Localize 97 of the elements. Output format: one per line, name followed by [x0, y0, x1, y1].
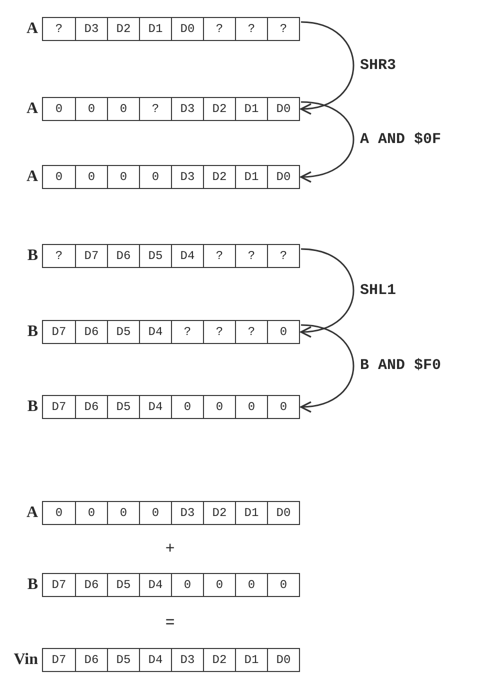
- bit-cell: D4: [171, 245, 203, 267]
- bit-cell: 0: [267, 396, 299, 418]
- bit-cell: ?: [235, 18, 267, 40]
- bit-cell: 0: [171, 574, 203, 596]
- register-name: B: [26, 575, 38, 595]
- bit-cell: 0: [267, 574, 299, 596]
- bit-cell: D4: [139, 321, 171, 343]
- bit-cell: D5: [107, 321, 139, 343]
- bit-cell: 0: [139, 502, 171, 524]
- curved-arrow: [300, 324, 354, 412]
- bit-cell: D6: [107, 245, 139, 267]
- register-name: B: [26, 246, 38, 266]
- bit-cell: D2: [203, 649, 235, 671]
- bit-cell: 0: [203, 396, 235, 418]
- bit-cell: D0: [267, 98, 299, 120]
- bit-cell: ?: [171, 321, 203, 343]
- bit-cell: D3: [171, 98, 203, 120]
- bit-cell: D6: [75, 574, 107, 596]
- bit-cell: D6: [75, 321, 107, 343]
- bit-cell: ?: [139, 98, 171, 120]
- bit-cell: 0: [107, 502, 139, 524]
- bit-cell: 0: [75, 166, 107, 188]
- bit-cell: D0: [267, 502, 299, 524]
- bit-cell: ?: [267, 245, 299, 267]
- bit-cell: ?: [203, 245, 235, 267]
- bit-cell: 0: [139, 166, 171, 188]
- bit-cell: D5: [107, 396, 139, 418]
- register-box: [42, 244, 300, 268]
- bit-cell: D3: [75, 18, 107, 40]
- register-box: [42, 501, 300, 525]
- bit-cell: ?: [267, 18, 299, 40]
- bit-cell: D3: [171, 649, 203, 671]
- bit-cell: D2: [203, 166, 235, 188]
- bit-cell: D6: [75, 649, 107, 671]
- bit-cell: ?: [203, 18, 235, 40]
- register-name: A: [25, 99, 38, 119]
- bit-cell: D1: [139, 18, 171, 40]
- bit-cell: D5: [139, 245, 171, 267]
- bit-cell: ?: [203, 321, 235, 343]
- register-box: [42, 648, 300, 672]
- bit-cell: D2: [203, 98, 235, 120]
- bit-cell: 0: [171, 396, 203, 418]
- bit-cell: D1: [235, 649, 267, 671]
- operator-sign: =: [164, 614, 176, 632]
- register-name: A: [25, 19, 38, 39]
- bit-cell: D4: [139, 396, 171, 418]
- bit-cell-text: ?: [54, 248, 64, 265]
- bit-cell: D0: [267, 649, 299, 671]
- edge-label: A AND $0F: [360, 130, 442, 148]
- bit-cell: D0: [267, 166, 299, 188]
- bit-cell-text: ?: [54, 21, 64, 38]
- register-box: [42, 573, 300, 597]
- bit-cell-text: 0: [54, 101, 64, 118]
- register-box: [42, 395, 300, 419]
- bit-cell-text: D7: [50, 324, 68, 341]
- bit-cell: D0: [171, 18, 203, 40]
- bit-cell: D5: [107, 649, 139, 671]
- register-name: B: [26, 397, 38, 417]
- operator-sign: +: [164, 540, 176, 558]
- bit-cell: 0: [107, 98, 139, 120]
- bit-cell: 0: [235, 396, 267, 418]
- bit-cell: 0: [203, 574, 235, 596]
- bit-cell-text: 0: [54, 169, 64, 186]
- bit-cell-text: D7: [50, 399, 68, 416]
- register-name: B: [26, 322, 38, 342]
- bit-cell: D2: [107, 18, 139, 40]
- bit-cell-text: D7: [50, 577, 68, 594]
- bit-cell: 0: [267, 321, 299, 343]
- bit-cell: D3: [171, 166, 203, 188]
- register-box: [42, 17, 300, 41]
- bit-cell: D1: [235, 98, 267, 120]
- bit-cell: D2: [203, 502, 235, 524]
- bit-cell: ?: [235, 245, 267, 267]
- bit-cell: 0: [235, 574, 267, 596]
- bit-cell: D3: [171, 502, 203, 524]
- register-box: [42, 97, 300, 121]
- bit-cell: D1: [235, 502, 267, 524]
- bit-cell: D7: [75, 245, 107, 267]
- bit-cell: 0: [75, 98, 107, 120]
- bit-cell: D5: [107, 574, 139, 596]
- bit-cell: D1: [235, 166, 267, 188]
- bit-cell: D4: [139, 574, 171, 596]
- bit-cell: 0: [107, 166, 139, 188]
- register-box: [42, 320, 300, 344]
- register-name: Vin: [12, 650, 38, 670]
- register-box: [42, 165, 300, 189]
- bit-cell: D4: [139, 649, 171, 671]
- register-name: A: [25, 167, 38, 187]
- curved-arrow: [300, 101, 354, 182]
- register-name: A: [25, 503, 38, 523]
- bit-cell-text: 0: [54, 505, 64, 522]
- bit-cell-text: D7: [50, 652, 68, 669]
- bit-cell: 0: [75, 502, 107, 524]
- bit-cell: D6: [75, 396, 107, 418]
- curved-arrow: [300, 248, 354, 337]
- bit-cell: ?: [235, 321, 267, 343]
- curved-arrow: [300, 21, 354, 114]
